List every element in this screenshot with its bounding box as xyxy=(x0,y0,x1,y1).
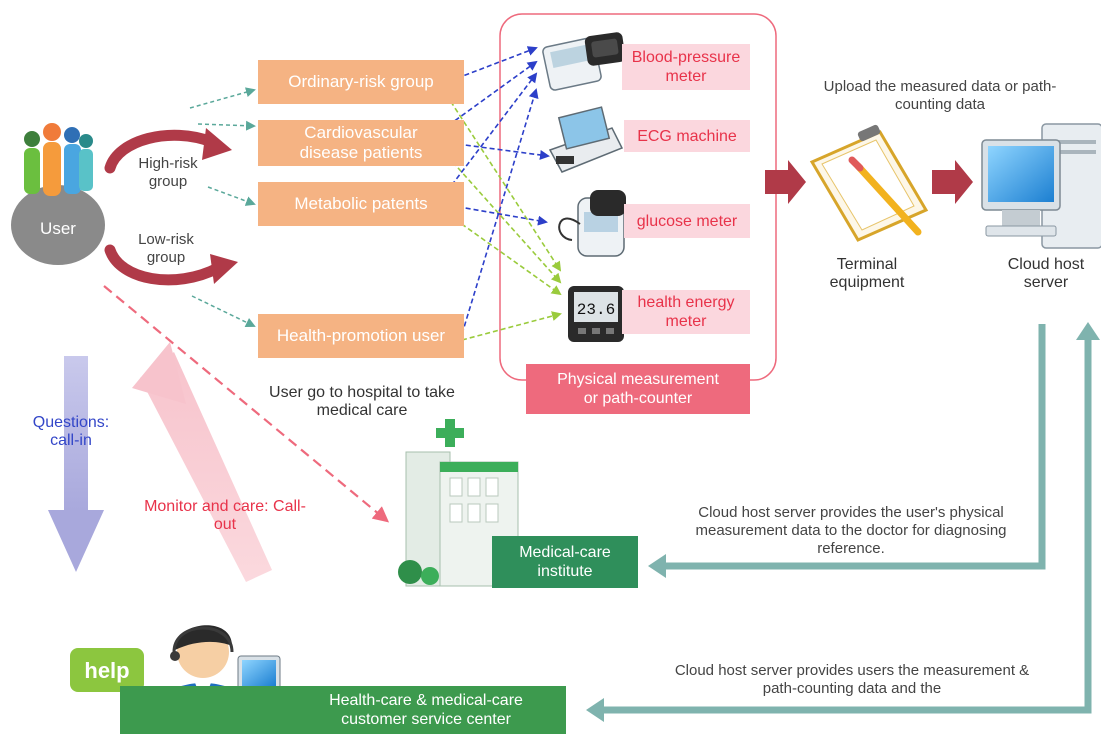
service-note: Cloud host server provides users the mea… xyxy=(674,662,1030,697)
arrow-to-cardio xyxy=(197,120,256,131)
arrow-ordinary-energy xyxy=(441,87,562,272)
group-to-device-arrows xyxy=(441,46,562,341)
server-to-service-arrowhead xyxy=(586,698,604,722)
arrow-user-to-hospital xyxy=(103,285,390,523)
arrow-health-bp xyxy=(461,88,539,335)
arrow-to-cloud xyxy=(932,160,973,204)
arrow-to-metabolic xyxy=(207,186,256,206)
questions-call-in-label: Questions: call-in xyxy=(32,414,110,449)
measurement-caption: Physical measurement or path-counter xyxy=(526,364,750,414)
group-metabolic: Metabolic patents xyxy=(258,182,464,226)
help-label: help xyxy=(84,658,129,683)
doctor-note: Cloud host server provides the user's ph… xyxy=(695,504,1007,557)
cloud-server-label: Cloud host server xyxy=(1007,256,1085,291)
user-node: User xyxy=(11,123,105,265)
user-circle xyxy=(11,185,105,265)
hospital-note: User go to hospital to take medical care xyxy=(269,384,455,419)
help-bubble-icon: help xyxy=(70,648,146,704)
device-label-ecg: ECG machine xyxy=(624,120,750,152)
arrow-to-health-promotion xyxy=(191,295,256,328)
upload-note: Upload the measured data or path-countin… xyxy=(823,78,1057,113)
user-to-group-arrows xyxy=(189,87,256,328)
monitor-call-out-label: Monitor and care: Call-out xyxy=(144,498,306,533)
terminal-label: Terminal equipment xyxy=(829,256,905,291)
ecg-machine-icon xyxy=(548,106,624,173)
server-up-arrowhead xyxy=(1076,322,1100,340)
blood-pressure-meter-icon xyxy=(542,32,626,91)
call-in-arrow xyxy=(48,356,104,572)
arrow-metabolic-bp xyxy=(441,72,538,199)
arrow-to-ordinary xyxy=(189,87,256,109)
medical-care-institute-box: Medical-care institute xyxy=(492,536,638,588)
server-computer-icon xyxy=(981,123,1101,249)
device-label-blood-pressure: Blood-pressure meter xyxy=(622,44,750,90)
server-to-medical-arrowhead xyxy=(648,554,666,578)
service-center-label: Health-care & medical-care customer serv… xyxy=(329,692,523,728)
arrow-cardio-energy xyxy=(441,149,562,284)
group-ordinary-risk: Ordinary-risk group xyxy=(258,60,464,104)
arrow-cardio-bp xyxy=(441,60,538,131)
device-label-energy: health energy meter xyxy=(622,290,750,334)
server-to-service-arrow xyxy=(600,334,1092,714)
arrow-health-energy xyxy=(461,311,562,341)
health-energy-meter-icon: 23.6 xyxy=(568,286,624,342)
group-cardiovascular: Cardiovascular disease patients xyxy=(258,120,464,166)
glucose-meter-icon xyxy=(558,190,626,257)
service-center-box: Health-care & medical-care customer serv… xyxy=(120,686,566,734)
operator-monitor-icon xyxy=(237,655,281,704)
arrow-to-terminal xyxy=(765,160,806,204)
group-health-promotion: Health-promotion user xyxy=(258,314,464,358)
call-out-arrow xyxy=(132,342,272,582)
user-group-icon xyxy=(24,123,93,196)
server-to-medical-arrow xyxy=(658,324,1046,570)
energy-meter-display: 23.6 xyxy=(577,301,615,319)
low-risk-curve-arrow xyxy=(104,244,238,286)
clipboard-icon xyxy=(809,124,929,242)
hospital-building-icon xyxy=(398,419,519,587)
device-label-glucose: glucose meter xyxy=(624,204,750,238)
user-label: User xyxy=(40,219,76,238)
high-risk-curve-arrow xyxy=(104,128,232,174)
